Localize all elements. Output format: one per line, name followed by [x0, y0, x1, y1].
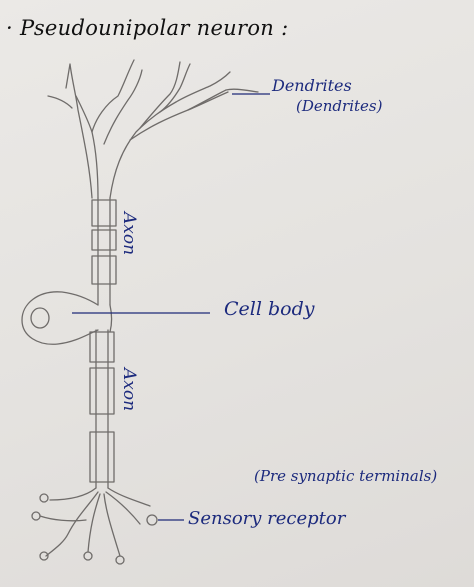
sensory-terminal-branches [31, 487, 158, 565]
dendrite-tree [47, 59, 259, 199]
diagram-title: · Pseudounipolar neuron : [6, 16, 289, 40]
dendrites-label: Dendrites [272, 76, 352, 95]
lower-axon-label: Axon [119, 368, 139, 412]
cell-body-label: Cell body [224, 298, 315, 320]
cell-body [21, 291, 113, 345]
upper-axon-label: Axon [119, 212, 139, 256]
sensory-receptor-label: Sensory receptor [188, 508, 346, 529]
presynaptic-terminals-label: (Pre synaptic terminals) [254, 467, 438, 485]
dendrites-alt-label: (Dendrites) [296, 97, 383, 115]
lower-axon [89, 329, 115, 489]
upper-axon [91, 197, 117, 306]
